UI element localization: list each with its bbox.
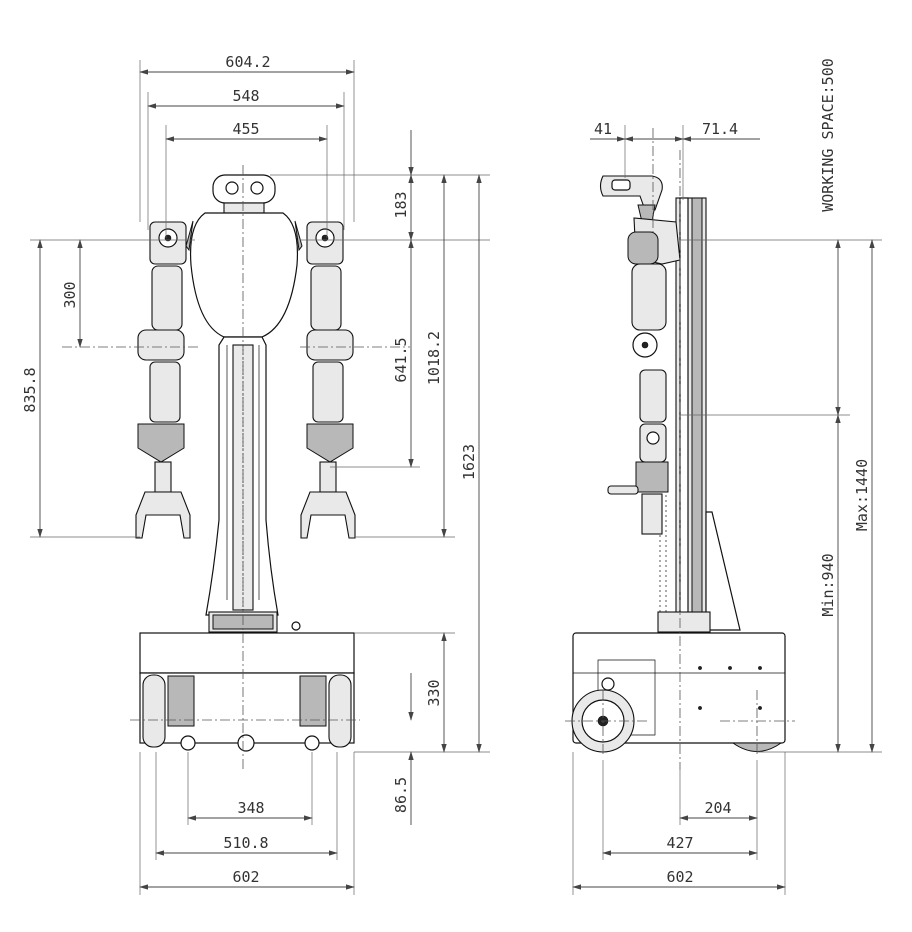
front-base — [139, 632, 355, 752]
dim-working-space: WORKING SPACE:500 — [819, 58, 837, 212]
side-extension-lines — [572, 125, 882, 895]
front-view: 604.2 548 455 183 300 835.8 641.5 1018.2… — [21, 53, 490, 895]
front-head — [212, 174, 276, 214]
dim-602-front: 602 — [232, 868, 259, 886]
dim-455: 455 — [232, 120, 259, 138]
side-arm — [607, 217, 681, 535]
front-column — [205, 336, 301, 633]
dim-641-5: 641.5 — [392, 337, 410, 382]
dim-86-5: 86.5 — [392, 777, 410, 813]
dim-510-8: 510.8 — [223, 834, 268, 852]
dim-41: 41 — [594, 120, 612, 138]
dim-1018-2: 1018.2 — [425, 331, 443, 385]
front-dimension-lines — [37, 69, 482, 890]
side-head — [599, 175, 663, 223]
dim-300: 300 — [61, 281, 79, 308]
dim-548: 548 — [232, 87, 259, 105]
front-extension-lines — [30, 60, 490, 895]
dim-204: 204 — [704, 799, 731, 817]
dim-183: 183 — [392, 191, 410, 218]
dim-427: 427 — [666, 834, 693, 852]
side-base — [571, 632, 786, 753]
dim-1623: 1623 — [460, 444, 478, 480]
front-left-arm — [135, 221, 191, 539]
front-torso — [185, 212, 303, 338]
dim-604-2: 604.2 — [225, 53, 270, 71]
side-dimension-lines — [572, 136, 875, 890]
dim-835-8: 835.8 — [21, 367, 39, 412]
dim-71-4: 71.4 — [702, 120, 738, 138]
side-view: 41 71.4 WORKING SPACE:500 Min:940 Max:14… — [565, 58, 882, 895]
dim-max-1440: Max:1440 — [853, 459, 871, 531]
dim-348: 348 — [237, 799, 264, 817]
dim-602-side: 602 — [666, 868, 693, 886]
dim-min-940: Min:940 — [819, 553, 837, 616]
dim-330: 330 — [425, 679, 443, 706]
front-right-arm — [300, 221, 356, 539]
